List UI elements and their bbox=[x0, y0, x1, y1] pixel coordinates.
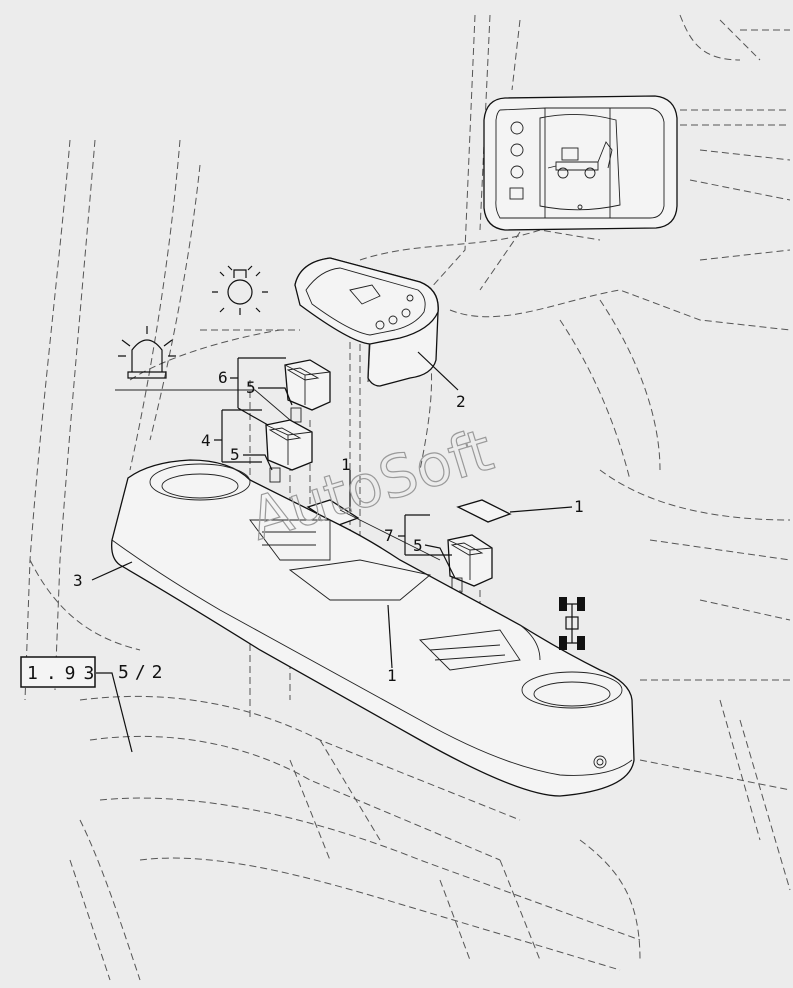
callout-4: 4 bbox=[201, 431, 211, 450]
monitor-display-panel bbox=[483, 95, 678, 231]
switch-4 bbox=[265, 419, 313, 483]
reference-box: 1.93 5/2 bbox=[20, 656, 169, 688]
console bbox=[111, 459, 635, 797]
callout-3: 3 bbox=[73, 571, 83, 590]
work-light-icon bbox=[212, 265, 268, 315]
callout-5-upper: 5 bbox=[246, 378, 256, 397]
callout-5-middle: 5 bbox=[230, 445, 240, 464]
leader-lines bbox=[91, 357, 573, 753]
callout-1-lower: 1 bbox=[387, 666, 397, 685]
callout-1-right: 1 bbox=[574, 497, 584, 516]
instrument-unit bbox=[294, 257, 439, 387]
reference-box-text: 1.93 bbox=[27, 663, 102, 684]
callout-5-lower: 5 bbox=[413, 536, 423, 555]
reference-suffix-text: 5/2 bbox=[118, 662, 169, 683]
backhoe-loader-icon bbox=[547, 141, 613, 179]
rotating-beacon-icon bbox=[118, 326, 176, 379]
callout-7: 7 bbox=[384, 526, 394, 545]
switch-6 bbox=[284, 359, 331, 423]
callout-2: 2 bbox=[456, 392, 466, 411]
blank-plate-1b bbox=[456, 499, 512, 523]
four-wheel-drive-icon bbox=[559, 597, 585, 650]
switch-7 bbox=[447, 534, 493, 593]
callout-6: 6 bbox=[218, 368, 228, 387]
callout-1-upper: 1 bbox=[341, 455, 351, 474]
